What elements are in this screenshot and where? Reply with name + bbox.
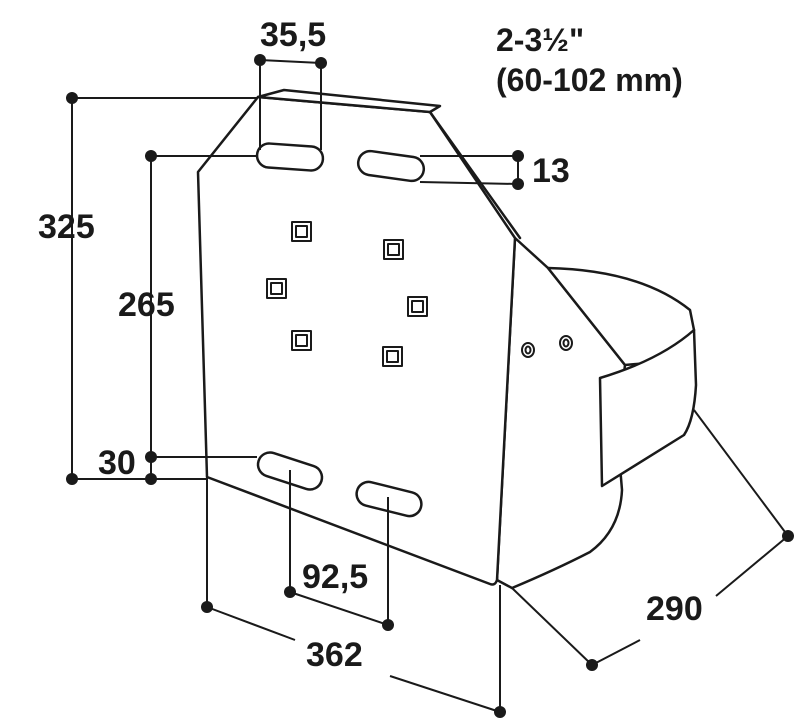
- plate-bevel: [428, 110, 522, 240]
- slot-top-left: [255, 142, 325, 172]
- dim-total-height: 325: [38, 208, 95, 246]
- saddle-inner-edge: [546, 266, 627, 367]
- saddle-band: [598, 328, 698, 488]
- dim-bottom-offset: 30: [98, 444, 136, 482]
- dim-slot-spacing-vertical: 265: [118, 286, 175, 324]
- dim-slot-width: 35,5: [260, 16, 327, 54]
- dim-depth: 290: [646, 590, 703, 628]
- pipe-size-inches: 2-3½": [496, 22, 585, 58]
- dimension-lines: [71, 59, 789, 713]
- side-screws: [521, 335, 573, 358]
- dim-width: 362: [306, 636, 363, 674]
- dim-slot-height: 13: [532, 152, 570, 190]
- slot-top-right: [356, 149, 426, 183]
- front-plate: [196, 95, 517, 586]
- dim-slot-spacing-horizontal: 92,5: [302, 558, 369, 596]
- dimension-dots: [66, 54, 794, 718]
- top-flange: [256, 88, 442, 114]
- square-holes: [266, 221, 428, 367]
- pipe-size-mm: (60-102 mm): [496, 62, 683, 98]
